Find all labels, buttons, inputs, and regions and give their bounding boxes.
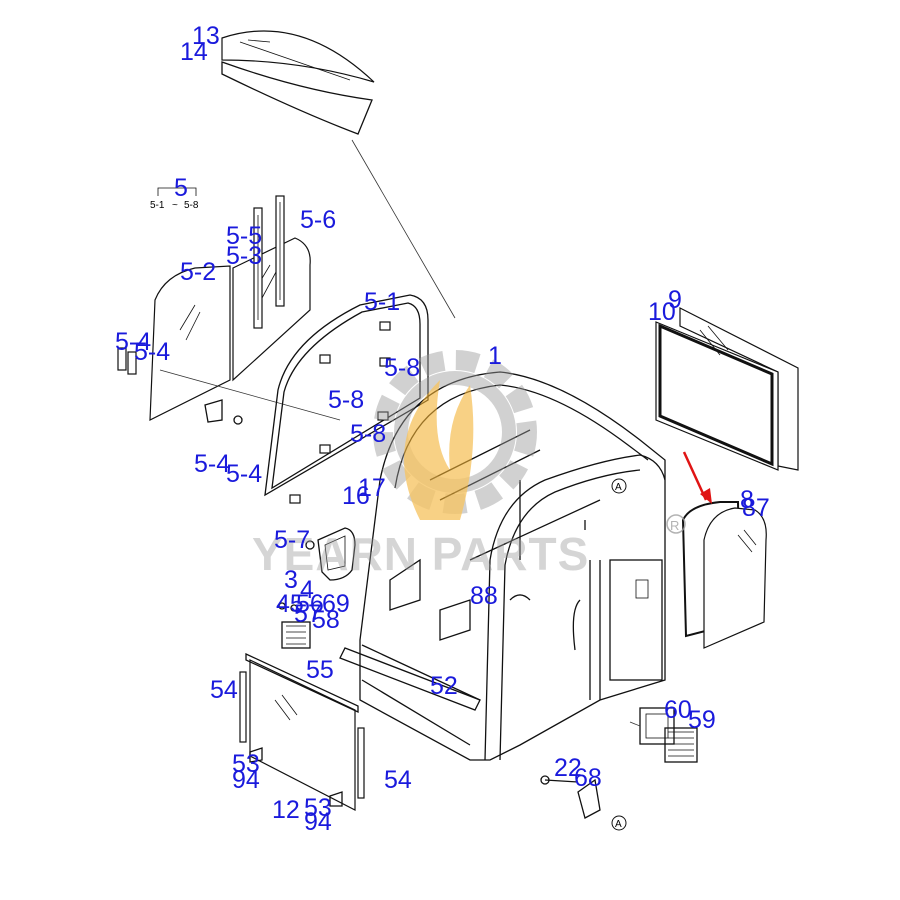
callout-54-b: 54	[384, 766, 412, 794]
callout-53-a: 53	[232, 750, 260, 778]
callout-52: 52	[430, 672, 458, 700]
callout-68: 68	[574, 764, 602, 792]
cab-main-frame	[339, 371, 666, 761]
callout-5-8-c: 5-8	[350, 420, 386, 448]
callout-12: 12	[272, 796, 300, 824]
small-parts	[278, 527, 698, 819]
callout-58: 58	[312, 606, 340, 634]
callout-59: 59	[688, 706, 716, 734]
callout-5-7: 5-7	[274, 526, 310, 554]
callout-5-4-d: 5-4	[226, 460, 262, 488]
callout-5-8-a: 5-8	[384, 354, 420, 382]
callout-45: 45	[276, 590, 304, 618]
callout-55: 55	[306, 656, 334, 684]
callout-16: 16	[342, 482, 370, 510]
callout-94-b: 94	[304, 808, 332, 836]
group-tilde: ~	[172, 200, 178, 211]
callout-69: 69	[322, 590, 350, 618]
callout-56: 56	[296, 590, 324, 618]
marker-a2-label: A	[615, 819, 622, 830]
front-window-frame	[264, 294, 429, 504]
callout-5: 5	[174, 174, 188, 202]
flame-logo-icon	[404, 380, 474, 520]
callout-5-3: 5-3	[226, 242, 262, 270]
callout-53-b: 53	[304, 794, 332, 822]
callout-5-2: 5-2	[180, 258, 216, 286]
right-side-window	[655, 307, 799, 471]
door-glass	[681, 451, 767, 649]
left-side-glass	[117, 195, 341, 425]
yearn-parts-watermark: YEARN PARTS R	[252, 350, 686, 580]
group-label-5: 5-1 ~ 5-8	[150, 187, 199, 211]
callout-9: 9	[668, 286, 682, 314]
callout-87: 87	[742, 494, 770, 522]
callout-5-1: 5-1	[364, 288, 400, 316]
callout-57: 57	[294, 600, 322, 628]
group-range-end: 5-8	[184, 200, 199, 211]
callout-94-a: 94	[232, 766, 260, 794]
group-range-start: 5-1	[150, 200, 165, 211]
callout-17: 17	[358, 474, 386, 502]
marker-a2: A	[611, 815, 627, 831]
callout-3: 3	[284, 566, 298, 594]
callout-5-4-a: 5-4	[115, 328, 151, 356]
callout-5-8-b: 5-8	[328, 386, 364, 414]
callout-10: 10	[648, 298, 676, 326]
callout-22: 22	[554, 754, 582, 782]
callout-8: 8	[740, 486, 754, 514]
watermark-brand-text: YEARN PARTS	[252, 528, 589, 580]
marker-a1-label: A	[615, 482, 622, 493]
callout-4: 4	[300, 576, 314, 604]
callout-5-6: 5-6	[300, 206, 336, 234]
callout-88: 88	[470, 582, 498, 610]
callouts: 13 14 5 5-6 5-5 5-3 5-2 5-1 5-4 5-4 5-4 …	[115, 22, 770, 836]
registered-mark-label: R	[670, 518, 679, 533]
callout-5-4-b: 5-4	[134, 338, 170, 366]
registered-mark-icon: R	[666, 514, 686, 534]
callout-60: 60	[664, 696, 692, 724]
callout-13: 13	[192, 22, 220, 50]
callout-1: 1	[488, 342, 502, 370]
callout-5-5: 5-5	[226, 222, 262, 250]
callout-14: 14	[180, 38, 208, 66]
front-lower-glass	[239, 652, 365, 811]
marker-a1: A	[611, 478, 627, 494]
callout-54-a: 54	[210, 676, 238, 704]
roof-glass-assembly	[221, 30, 456, 319]
callout-5-4-c: 5-4	[194, 450, 230, 478]
